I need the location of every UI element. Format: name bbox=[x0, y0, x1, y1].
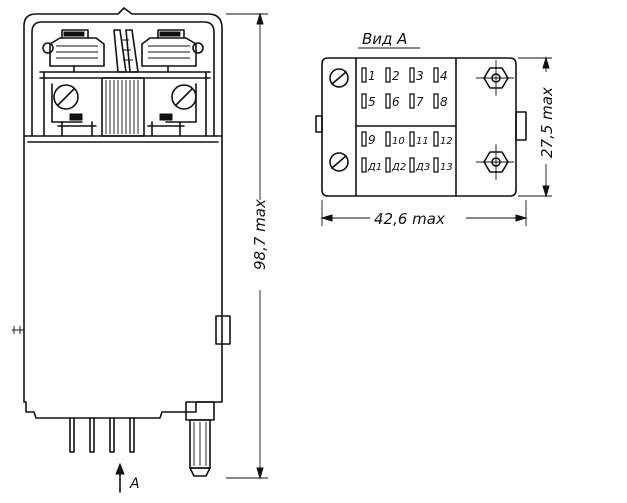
pin-slot bbox=[409, 131, 415, 147]
pin-label: 5 bbox=[368, 95, 376, 109]
pin-slot bbox=[385, 93, 391, 109]
depth-label: 27,5 max bbox=[538, 87, 556, 158]
pin-slot bbox=[433, 67, 439, 83]
left-center-mark bbox=[12, 326, 24, 334]
terminal-pins bbox=[69, 417, 135, 453]
right-contact-group bbox=[141, 29, 204, 73]
right-tab bbox=[515, 111, 527, 141]
housing-outline bbox=[23, 7, 223, 419]
pin-label: Д3 bbox=[415, 162, 430, 173]
left-tab bbox=[315, 115, 323, 133]
pin-label: Д2 bbox=[391, 162, 406, 173]
pin-slot bbox=[433, 157, 439, 173]
width-label: 42,6 max bbox=[374, 210, 445, 228]
pin-slot bbox=[361, 93, 367, 109]
pin-label: 8 bbox=[440, 95, 448, 109]
base-outline bbox=[321, 57, 517, 197]
frame-sides bbox=[43, 71, 207, 137]
pin-slot bbox=[433, 131, 439, 147]
right-nut-top bbox=[476, 60, 514, 96]
pin-label: 6 bbox=[392, 95, 400, 109]
mount-pillar bbox=[185, 401, 215, 477]
pin-label: 12 bbox=[440, 136, 453, 147]
pin-slot bbox=[361, 131, 367, 147]
height-label: 98,7 max bbox=[251, 199, 269, 270]
frame-plate bbox=[39, 71, 211, 79]
pin-label: 1 bbox=[368, 69, 376, 83]
pin-label: 7 bbox=[416, 95, 424, 109]
right-nut-bottom bbox=[476, 144, 514, 180]
pin-label: 10 bbox=[392, 136, 405, 147]
right-screw bbox=[165, 83, 197, 123]
coil bbox=[101, 77, 145, 137]
relay-side-view: А 98,7 max bbox=[12, 7, 272, 493]
view-arrow: А bbox=[115, 462, 140, 493]
pin-slot bbox=[409, 157, 415, 173]
pin-slot bbox=[409, 93, 415, 109]
pin-slot bbox=[385, 131, 391, 147]
arrow-label: А bbox=[129, 476, 140, 492]
pin-slot bbox=[361, 157, 367, 173]
cover-inner bbox=[31, 21, 215, 137]
left-screw bbox=[51, 83, 83, 123]
pin-slot bbox=[433, 93, 439, 109]
pin-slot bbox=[385, 67, 391, 83]
pin-label: 4 bbox=[440, 69, 448, 83]
pin-label: 11 bbox=[416, 136, 429, 147]
pin-label: Д1 bbox=[367, 162, 382, 173]
depth-dimension: 27,5 max bbox=[518, 56, 560, 198]
left-screw-bottom bbox=[329, 152, 349, 172]
left-screw-top bbox=[329, 68, 349, 88]
armature bbox=[113, 29, 139, 73]
pin-slot bbox=[361, 67, 367, 83]
height-dimension: 98,7 max bbox=[226, 12, 272, 480]
width-dimension: 42,6 max bbox=[320, 200, 528, 228]
view-title: Вид А bbox=[362, 30, 407, 48]
side-lug bbox=[215, 315, 231, 345]
pin-label: 3 bbox=[416, 69, 424, 83]
left-contact-group bbox=[42, 29, 105, 73]
pin-label: 13 bbox=[440, 162, 453, 173]
pin-slot bbox=[385, 157, 391, 173]
pin-slot bbox=[409, 67, 415, 83]
base-hardware bbox=[57, 113, 185, 137]
pin-label: 9 bbox=[368, 133, 376, 147]
pin-label: 2 bbox=[392, 69, 400, 83]
base-plate bbox=[23, 135, 223, 143]
